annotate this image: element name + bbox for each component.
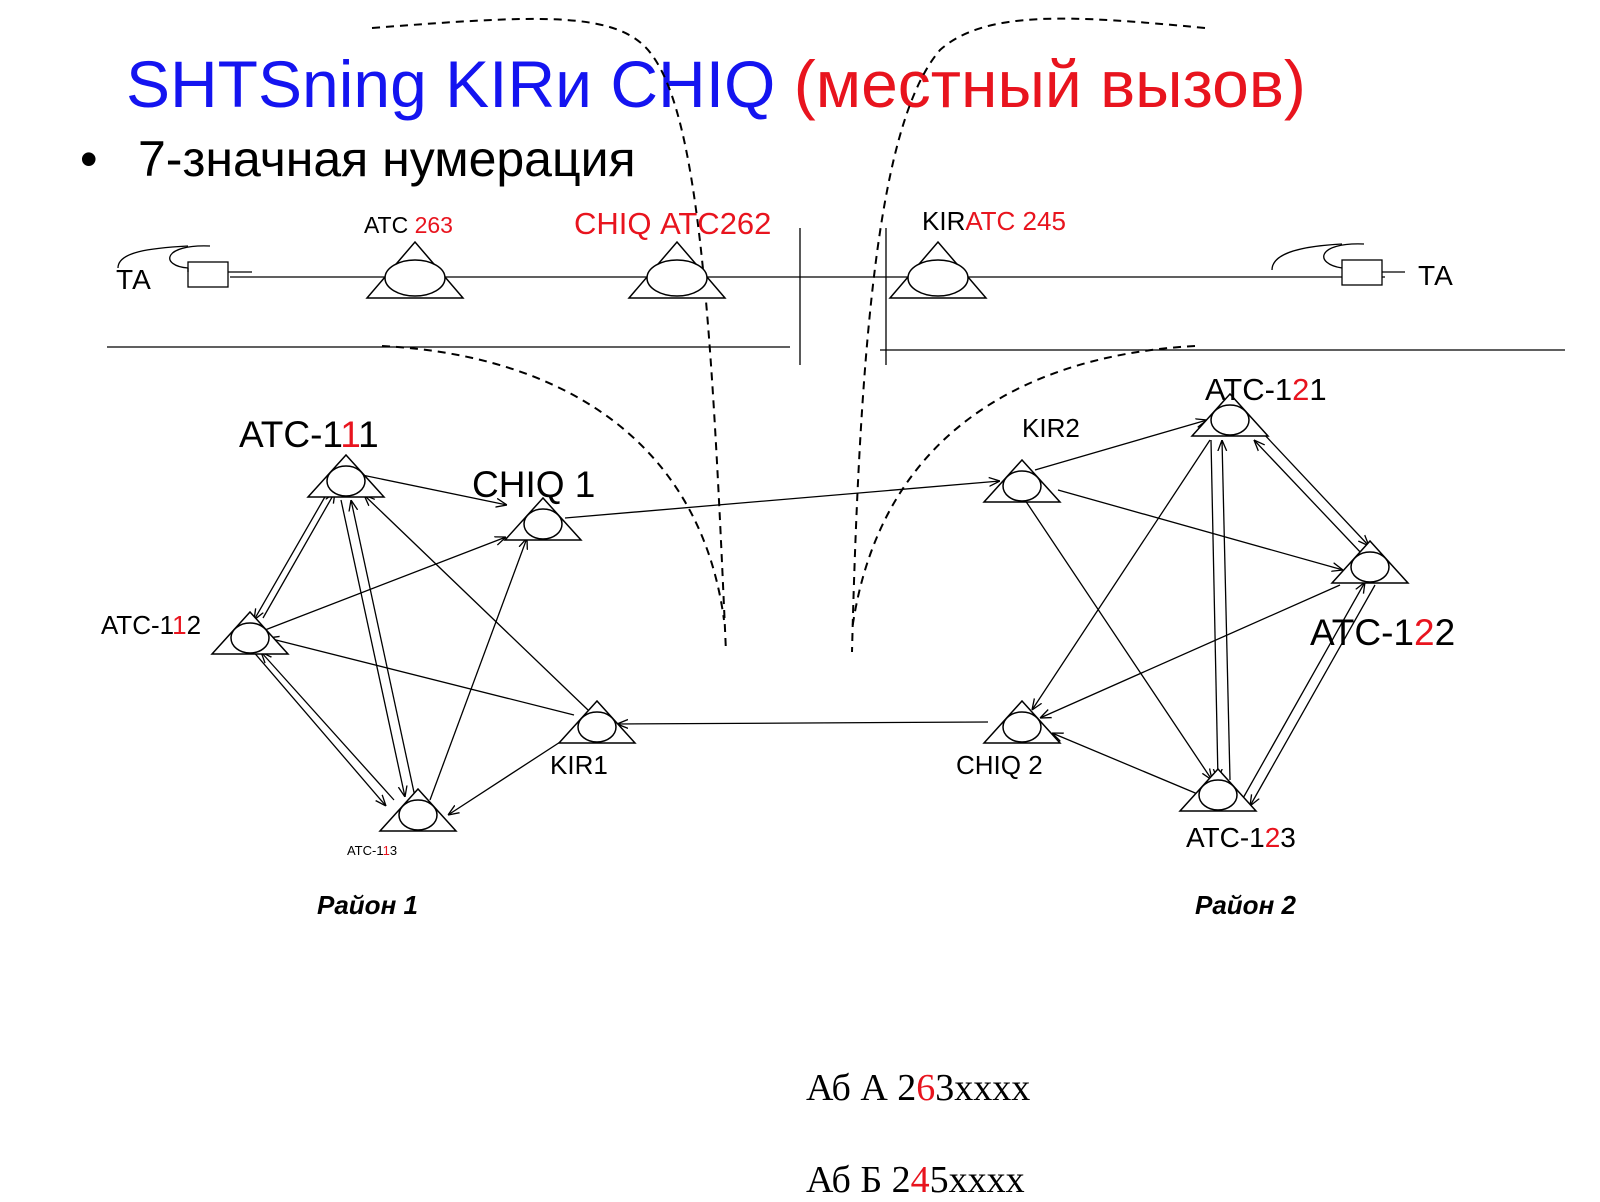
telephone-left-icon <box>117 245 252 288</box>
link-111-to-113-a <box>340 499 405 797</box>
station-kir1 <box>557 699 637 744</box>
station-atc111 <box>306 453 386 498</box>
title-sub: (местный вызов) <box>793 47 1306 121</box>
label-chiq1: CHIQ 1 <box>472 464 596 505</box>
formula-subscriber-a: Аб А 263xxxx <box>806 1067 1031 1109</box>
label-atc113: АТС-113 <box>347 843 398 858</box>
station-kir245 <box>888 240 988 299</box>
link-121-to-chiq2 <box>1032 439 1211 710</box>
label-atc111: АТС-111 <box>239 414 379 455</box>
station-atc263 <box>365 240 465 299</box>
label-chiq262: CHIQ АТС262 <box>574 206 772 241</box>
link-123-to-122-b <box>1241 582 1365 801</box>
dashed-boundary-right-top <box>851 17 1206 653</box>
label-atc123: АТС-123 <box>1186 822 1296 853</box>
link-121-to-123-a <box>1210 439 1218 780</box>
station-atc121 <box>1190 392 1270 437</box>
station-kir2 <box>982 458 1062 503</box>
link-123-to-121-b <box>1222 440 1231 781</box>
link-kir2-to-123 <box>1024 499 1212 780</box>
separator-lines <box>107 228 1565 365</box>
top-line <box>117 243 1405 288</box>
link-113-to-chiq1 <box>429 538 527 801</box>
formula-subscriber-b: Аб Б 245xxxx <box>806 1159 1025 1201</box>
label-kir1: KIR1 <box>550 750 608 780</box>
station-chiq2 <box>982 699 1062 744</box>
label-kir2: KIR2 <box>1022 413 1080 443</box>
telephone-right-icon <box>1271 243 1405 286</box>
label-ta-left: ТА <box>116 264 151 295</box>
link-122-to-121-b <box>1254 440 1364 556</box>
bullet-item: • 7-значная нумерация <box>80 128 636 190</box>
link-kir2-to-122 <box>1057 489 1343 570</box>
label-ta-right: ТА <box>1418 260 1453 291</box>
label-atc263: АТС 263 <box>364 212 453 238</box>
link-122-to-chiq2 <box>1040 584 1341 718</box>
boundary-curves <box>371 17 1206 653</box>
link-chiq1-to-kir2 <box>564 481 1000 519</box>
station-chiq262 <box>627 240 727 299</box>
link-kir1-to-112 <box>268 638 575 716</box>
station-chiq1 <box>503 496 583 541</box>
link-113-to-111-b <box>351 500 416 798</box>
station-atc123 <box>1178 767 1258 812</box>
dashed-boundary-left-top <box>371 17 727 653</box>
links-district-1 <box>251 474 589 815</box>
station-atc122 <box>1330 539 1410 584</box>
link-111-to-112-a <box>254 494 327 620</box>
label-atc112: АТС-112 <box>101 610 202 640</box>
link-121-to-122-a <box>1261 431 1369 546</box>
link-chiq2-to-kir1 <box>617 722 989 724</box>
link-123-to-chiq2 <box>1052 733 1201 796</box>
link-112-to-chiq1 <box>264 537 506 631</box>
link-112-to-113-a <box>251 649 386 806</box>
link-kir1-to-113 <box>448 732 575 815</box>
bullet-text: 7-значная нумерация <box>138 131 636 187</box>
label-district-1: Район 1 <box>317 890 418 920</box>
bullet-dot: • <box>80 131 98 187</box>
link-113-to-112-b <box>261 652 395 801</box>
station-atc112 <box>210 610 290 655</box>
dashed-boundary-left-bottom <box>381 345 725 621</box>
dashed-boundary-right-bottom <box>851 345 1196 631</box>
links-district-2 <box>1024 420 1376 806</box>
label-kir245: KIRАТС 245 <box>922 206 1066 236</box>
label-chiq2: CHIQ 2 <box>956 750 1043 780</box>
links-inter-district <box>564 481 1000 724</box>
link-kir2-to-121 <box>1034 420 1207 471</box>
link-112-to-111-b <box>262 492 335 619</box>
label-atc122: АТС-122 <box>1310 612 1456 653</box>
link-111-to-chiq1 <box>361 474 507 505</box>
link-122-to-123-a <box>1250 584 1376 806</box>
station-atc113 <box>378 787 458 832</box>
stations <box>210 240 1410 832</box>
label-atc121: АТС-121 <box>1205 372 1327 407</box>
link-kir1-to-111 <box>364 495 589 711</box>
label-district-2: Район 2 <box>1195 890 1296 920</box>
